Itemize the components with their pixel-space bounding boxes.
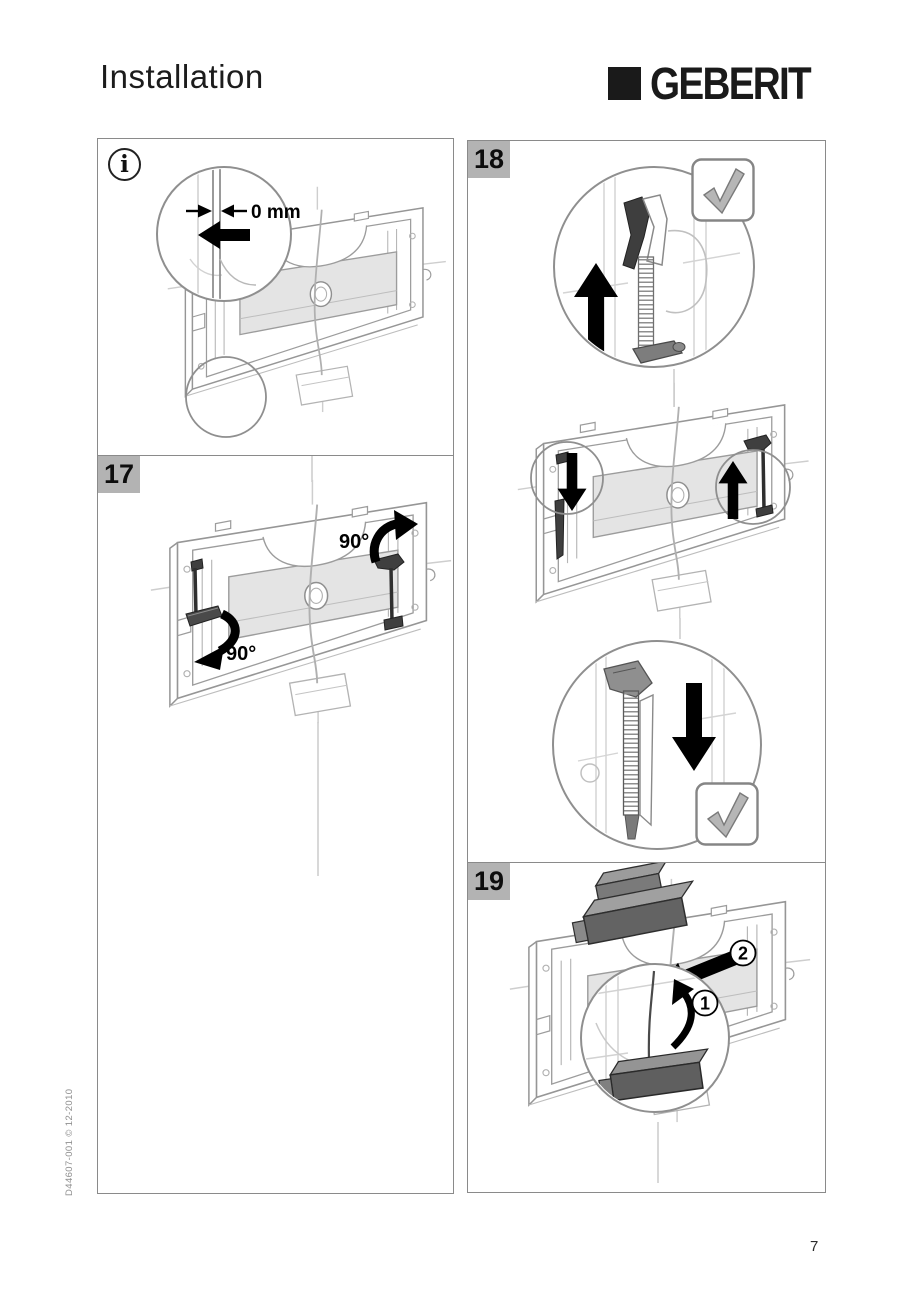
ratchet-detail-top xyxy=(562,169,741,365)
right-lever-detail xyxy=(743,434,774,518)
zero-gap-dimension: 0 mm xyxy=(186,202,301,223)
rotate-left-arrow-icon xyxy=(194,609,240,670)
left-lock-lever xyxy=(185,558,223,627)
push-left-arrow-icon xyxy=(198,221,250,249)
step19-diagram: 2 xyxy=(508,863,812,1183)
info-icon: i xyxy=(108,148,141,181)
connect-detail xyxy=(585,970,721,1102)
panel-info: i xyxy=(98,139,453,456)
panel-step-18: 18 xyxy=(468,141,825,863)
substep-2-label: 2 xyxy=(738,944,748,964)
step18-diagram xyxy=(516,158,810,850)
angle-label-right: 90° xyxy=(339,531,369,553)
info-diagram: 0 mm xyxy=(156,166,447,438)
panel-step-17: 17 90° xyxy=(98,456,453,1192)
right-lock-lever xyxy=(373,553,405,631)
logo-square-icon xyxy=(608,66,641,100)
step-number-badge: 19 xyxy=(468,863,510,900)
panel-step-19: 19 xyxy=(468,863,825,1191)
substep-2-marker: 2 xyxy=(729,939,757,967)
step-number-badge: 18 xyxy=(468,141,510,178)
detail-highlight-circle xyxy=(185,356,267,438)
checkmark-icon xyxy=(691,158,755,222)
geberit-logo: GEBERIT xyxy=(608,57,836,109)
info-icon-glyph: i xyxy=(120,151,129,178)
page-title: Installation xyxy=(100,58,264,95)
highlight-circle-left xyxy=(530,441,604,515)
document-reference: D44607-001 © 12-2010 xyxy=(64,1088,75,1196)
left-panel-column: i xyxy=(97,138,454,1194)
substep-1-marker: 1 xyxy=(691,989,719,1017)
page-number: 7 xyxy=(810,1238,819,1255)
highlight-circle-right xyxy=(715,449,791,525)
angle-label-left: 90° xyxy=(226,643,256,665)
step-number-badge: 17 xyxy=(98,456,140,493)
substep-1-label: 1 xyxy=(700,994,710,1014)
logo-brand-text: GEBERIT xyxy=(650,57,812,109)
gap-label: 0 mm xyxy=(251,202,301,223)
right-panel-column: 18 xyxy=(467,140,826,1193)
control-box-component xyxy=(571,863,695,946)
checkmark-icon xyxy=(695,782,759,846)
rotate-right-arrow-icon xyxy=(369,510,418,564)
ratchet-detail-bottom xyxy=(577,653,737,841)
step17-diagram: 90° 90° xyxy=(149,456,452,876)
